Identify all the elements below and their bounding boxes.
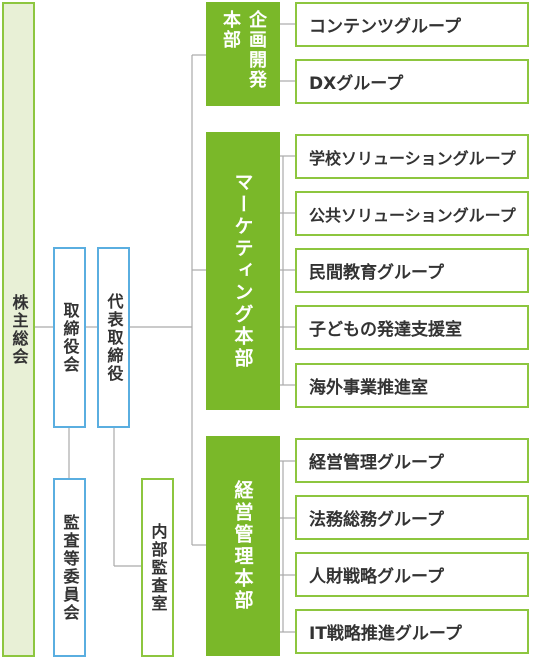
marketing-dept-box: マーケティング本部	[206, 132, 280, 410]
shareholders-meeting-label: 株主総会	[9, 293, 29, 366]
group-overseas-business: 海外事業推進室	[295, 363, 529, 408]
internal-audit-box: 内部監査室	[141, 478, 174, 657]
group-child-development: 子どもの発達支援室	[295, 305, 529, 350]
audit-committee-box: 監査等委員会	[53, 478, 86, 657]
group-school-solution: 学校ソリューショングループ	[295, 134, 529, 179]
representative-director-label: 代表取締役	[104, 292, 124, 383]
management-dept-label: 経営管理本部	[231, 480, 254, 612]
group-dx: DXグループ	[295, 59, 529, 104]
planning-dept-box: 企画開発本部	[206, 2, 280, 106]
board-of-directors-box: 取締役会	[53, 247, 86, 428]
audit-committee-label: 監査等委員会	[60, 513, 80, 622]
group-legal-general: 法務総務グループ	[295, 495, 529, 540]
group-contents: コンテンツグループ	[295, 2, 529, 47]
board-of-directors-label: 取締役会	[60, 301, 80, 374]
representative-director-box: 代表取締役	[97, 247, 130, 428]
management-dept-box: 経営管理本部	[206, 436, 280, 656]
group-public-solution: 公共ソリューショングループ	[295, 191, 529, 236]
internal-audit-label: 内部監査室	[148, 522, 168, 613]
planning-dept-label: 企画開発本部	[220, 10, 267, 90]
group-private-education: 民間教育グループ	[295, 248, 529, 293]
group-it-strategy: IT戦略推進グループ	[295, 609, 529, 654]
shareholders-meeting-box: 株主総会	[2, 2, 35, 657]
group-management: 経営管理グループ	[295, 438, 529, 483]
group-hr-strategy: 人財戦略グループ	[295, 552, 529, 597]
marketing-dept-label: マーケティング本部	[231, 172, 254, 370]
